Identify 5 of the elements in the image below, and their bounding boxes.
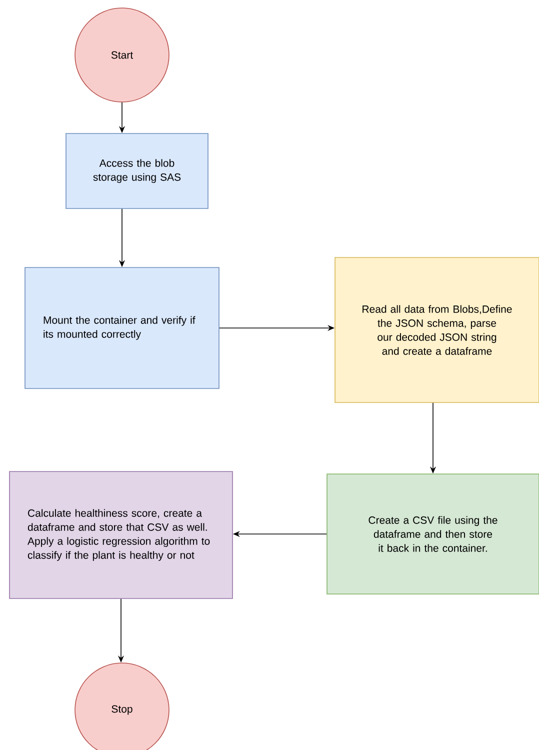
process-box: Create a CSV file using the dataframe and then store it back in the container.	[326, 474, 539, 594]
process-box: Calculate healthiness score, create a dataframe and store that CSV as well. Apply a logistic regression algorithm to classify if the plant is healthy or not	[9, 471, 233, 599]
process-box: Mount the container and verify if its mounted correctly	[24, 267, 220, 389]
process-box: Access the blob storage using SAS	[66, 133, 208, 209]
process-box: Read all data from Blobs,Define the JSON schema, parse our decoded JSON string and create a dataframe	[334, 257, 539, 403]
